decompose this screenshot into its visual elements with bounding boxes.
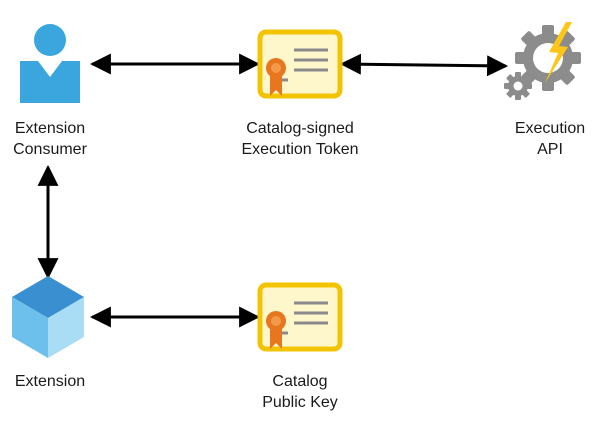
publickey-label-line1: Catalog bbox=[272, 373, 328, 390]
user-icon bbox=[20, 24, 80, 103]
lightning-icon bbox=[545, 22, 572, 83]
consumer-label: Extension Consumer bbox=[0, 118, 100, 160]
api-label: Execution API bbox=[500, 118, 600, 160]
cube-icon bbox=[12, 276, 84, 358]
token-label-line2: Execution Token bbox=[241, 141, 359, 158]
extension-label: Extension bbox=[0, 371, 100, 392]
large-gear-icon bbox=[515, 25, 581, 91]
seal-icon bbox=[266, 58, 286, 96]
token-label: Catalog-signed Execution Token bbox=[220, 118, 380, 160]
token-label-line1: Catalog-signed bbox=[246, 120, 354, 137]
gear-lightning-icon bbox=[504, 22, 581, 100]
api-label-line1: Execution bbox=[514, 120, 586, 137]
api-label-line2: API bbox=[537, 141, 563, 158]
publickey-label: Catalog Public Key bbox=[220, 371, 380, 413]
certificate-icon bbox=[257, 29, 343, 99]
edge-token-api bbox=[339, 53, 509, 77]
extension-label-line1: Extension bbox=[14, 373, 86, 390]
consumer-label-line2: Consumer bbox=[13, 141, 87, 158]
certificate-icon bbox=[257, 282, 343, 352]
consumer-label-line1: Extension bbox=[14, 120, 86, 137]
publickey-label-line2: Public Key bbox=[262, 394, 338, 411]
small-gear-icon bbox=[504, 72, 532, 100]
seal-icon bbox=[266, 311, 286, 349]
